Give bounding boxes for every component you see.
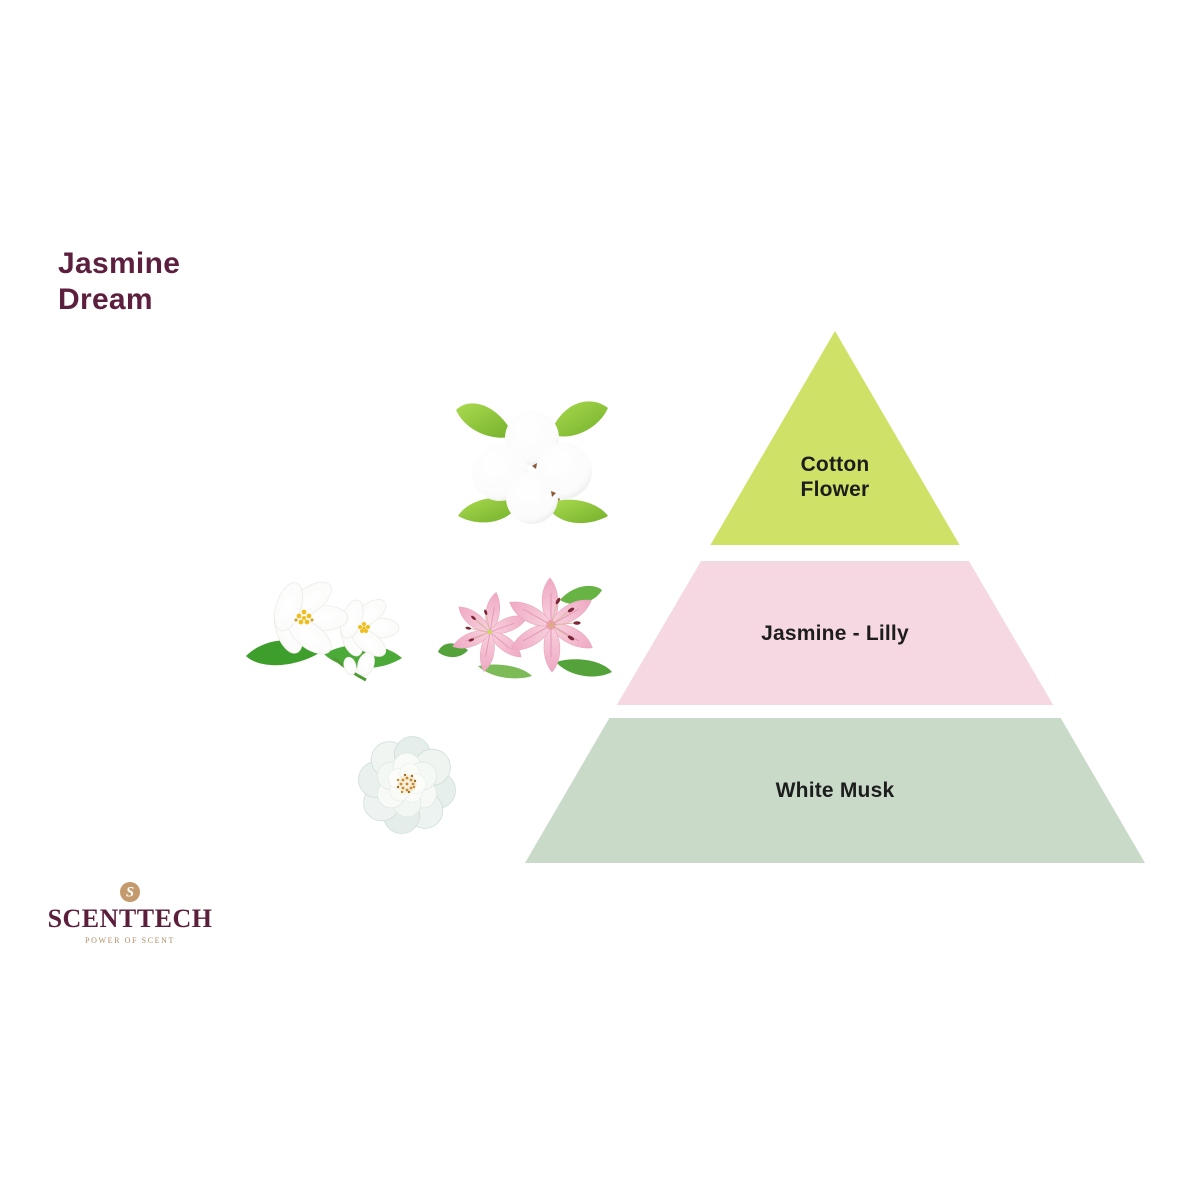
tier-top-label: Cotton Flower: [801, 452, 870, 502]
brand-tagline: POWER OF SCENT: [85, 936, 175, 945]
tier-middle-label: Jasmine - Lilly: [761, 621, 909, 645]
brand-logo: S SCENTTECH POWER OF SCENT: [47, 882, 213, 945]
tier-top-label-line2: Flower: [800, 478, 870, 501]
lily-flower-image: [438, 570, 618, 690]
page-title-line1: Jasmine: [58, 247, 181, 280]
fragrance-pyramid: Cotton Flower Jasmine - Lilly White Musk: [525, 331, 1145, 863]
brand-name: SCENTTECH: [47, 904, 213, 933]
scenttech-s-icon: S: [120, 882, 140, 902]
jasmine-flower-icon: [246, 581, 402, 682]
white-rose-icon: [358, 736, 456, 834]
white-rose-image: [352, 727, 464, 848]
pyramid-tier-top: Cotton Flower: [710, 331, 960, 545]
jasmine-flower-image: [238, 562, 408, 689]
lily-flower-icon: [438, 577, 612, 679]
tier-top-label-line1: Cotton: [800, 453, 870, 476]
pyramid-tier-middle: Jasmine - Lilly: [616, 561, 1054, 705]
cotton-flower-image: [452, 388, 612, 535]
page-title: Jasmine Dream: [58, 246, 180, 318]
pyramid-tier-bottom: White Musk: [525, 718, 1145, 863]
page-title-line2: Dream: [58, 283, 153, 316]
tier-bottom-label: White Musk: [775, 779, 895, 802]
cotton-flower-icon: [456, 401, 608, 524]
svg-text:S: S: [126, 885, 134, 901]
